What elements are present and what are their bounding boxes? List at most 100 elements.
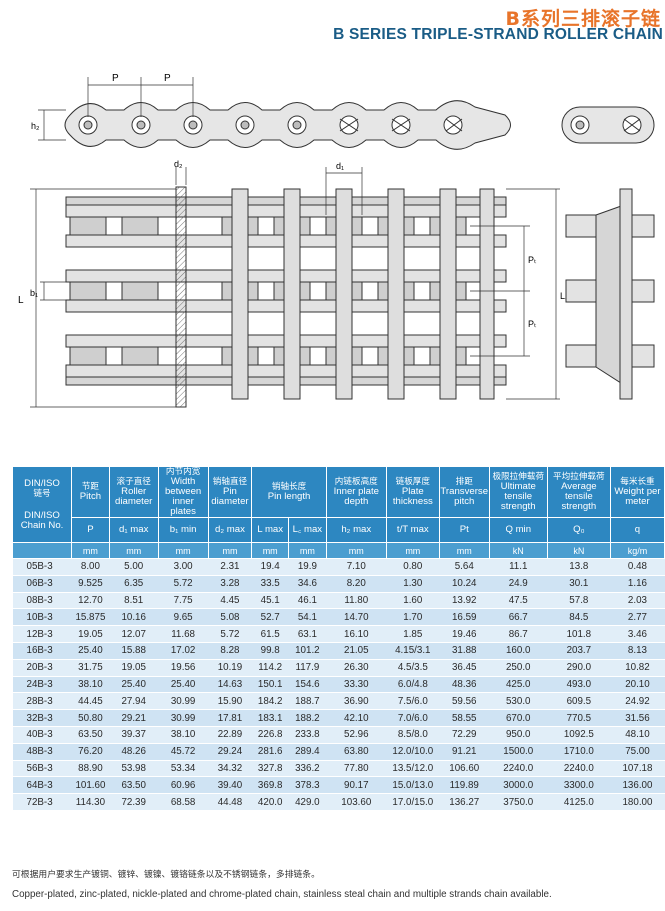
table-cell: 68.58 <box>158 793 209 811</box>
table-cell: 3000.0 <box>489 776 548 795</box>
table-cell: 44.48 <box>208 793 252 811</box>
table-cell: 52.7 <box>251 608 289 627</box>
table-cell: 2240.0 <box>547 760 611 778</box>
note-en: Copper-plated, zinc-plated, nickle-plate… <box>12 889 552 900</box>
table-cell: 45.72 <box>158 743 209 761</box>
table-cell: 33.5 <box>251 575 289 593</box>
table-cell: 7.0/6.0 <box>386 709 440 727</box>
table-cell: 3300.0 <box>547 776 611 795</box>
table-cell: 1710.0 <box>547 743 611 761</box>
table-cell: 4.15/3.1 <box>386 642 440 660</box>
label-pt-top: Pₜ <box>528 255 537 265</box>
table-cell: 33.30 <box>326 676 387 694</box>
table-cell: 2.77 <box>610 608 665 627</box>
table-cell: 250.0 <box>489 659 548 677</box>
table-cell: 1500.0 <box>489 743 548 761</box>
table-cell: 1.16 <box>610 575 665 593</box>
table-cell: 44.45 <box>71 692 110 711</box>
table-cell: 7.10 <box>326 558 387 576</box>
table-cell: 188.2 <box>288 709 327 727</box>
table-cell: 5.64 <box>439 558 490 576</box>
table-cell: 4125.0 <box>547 793 611 811</box>
chain-no-cell: 06B-3 <box>12 575 72 593</box>
table-cell: 101.8 <box>547 625 611 643</box>
table-cell: 25.40 <box>109 676 159 694</box>
chain-no-cell: 72B-3 <box>12 793 72 811</box>
table-cell: 0.80 <box>386 558 440 576</box>
sym-ultimate-tensile: Q min <box>488 517 548 543</box>
unit-chain-no <box>11 542 73 559</box>
unit-pin-diameter: mm <box>207 542 253 559</box>
label-b1: b₁ <box>30 288 38 298</box>
unit-pin-length-lc: mm <box>288 542 327 559</box>
table-cell: 50.80 <box>71 709 110 727</box>
table-cell: 1.85 <box>386 625 440 643</box>
table-cell: 2.31 <box>208 558 252 576</box>
table-cell: 1092.5 <box>547 726 611 744</box>
table-cell: 101.60 <box>71 776 110 795</box>
sym-transverse-pitch: Pt <box>438 517 490 543</box>
table-cell: 17.81 <box>208 709 252 727</box>
chain-no-cell: 40B-3 <box>12 726 72 744</box>
table-cell: 154.6 <box>288 676 327 694</box>
label-l: L <box>18 295 24 306</box>
table-cell: 72.39 <box>109 793 159 811</box>
table-cell: 10.16 <box>109 608 159 627</box>
chain-no-cell: 32B-3 <box>12 709 72 727</box>
table-cell: 9.65 <box>158 608 209 627</box>
unit-plate-thickness: mm <box>385 542 440 559</box>
table-cell: 66.7 <box>489 608 548 627</box>
table-cell: 29.21 <box>109 709 159 727</box>
table-cell: 1.30 <box>386 575 440 593</box>
table-cell: 101.2 <box>288 642 327 660</box>
chain-no-cell: 48B-3 <box>12 743 72 761</box>
table-cell: 47.5 <box>489 592 548 610</box>
unit-pin-length-l: mm <box>251 542 290 559</box>
table-cell: 24.9 <box>489 575 548 593</box>
side-view <box>38 77 511 150</box>
table-cell: 48.10 <box>610 726 665 744</box>
sym-pitch: P <box>71 517 110 543</box>
table-cell: 24.92 <box>610 692 665 711</box>
table-cell: 5.00 <box>109 558 159 576</box>
table-cell: 7.5/6.0 <box>386 692 440 711</box>
table-cell: 1.60 <box>386 592 440 610</box>
table-cell: 53.98 <box>109 760 159 778</box>
table-cell: 10.19 <box>208 659 252 677</box>
sym-pin-length-l: L max <box>251 517 290 543</box>
table-cell: 77.80 <box>326 760 387 778</box>
table-cell: 29.24 <box>208 743 252 761</box>
note-cn: 可根据用户要求生产镀铜、镀锌、镀镍、镀铬链条以及不锈钢链条，多排链条。 <box>12 870 320 880</box>
table-cell: 15.88 <box>109 642 159 660</box>
table-cell: 281.6 <box>251 743 289 761</box>
table-cell: 63.1 <box>288 625 327 643</box>
table-cell: 34.32 <box>208 760 252 778</box>
table-cell: 63.50 <box>109 776 159 795</box>
sym-plate-thickness: t/T max <box>385 517 440 543</box>
table-cell: 183.1 <box>251 709 289 727</box>
plan-view <box>30 167 560 408</box>
chain-no-cell: 10B-3 <box>12 608 72 627</box>
table-cell: 114.2 <box>251 659 289 677</box>
table-cell: 30.99 <box>158 692 209 711</box>
unit-weight: kg/m <box>609 542 665 559</box>
chain-no-cell: 08B-3 <box>12 592 72 610</box>
table-cell: 53.34 <box>158 760 209 778</box>
table-cell: 59.56 <box>439 692 490 711</box>
chain-technical-drawing: P P h₂ <box>18 73 655 408</box>
table-cell: 327.8 <box>251 760 289 778</box>
table-cell: 48.26 <box>109 743 159 761</box>
label-d2: d₂ <box>174 159 183 169</box>
table-cell: 30.1 <box>547 575 611 593</box>
